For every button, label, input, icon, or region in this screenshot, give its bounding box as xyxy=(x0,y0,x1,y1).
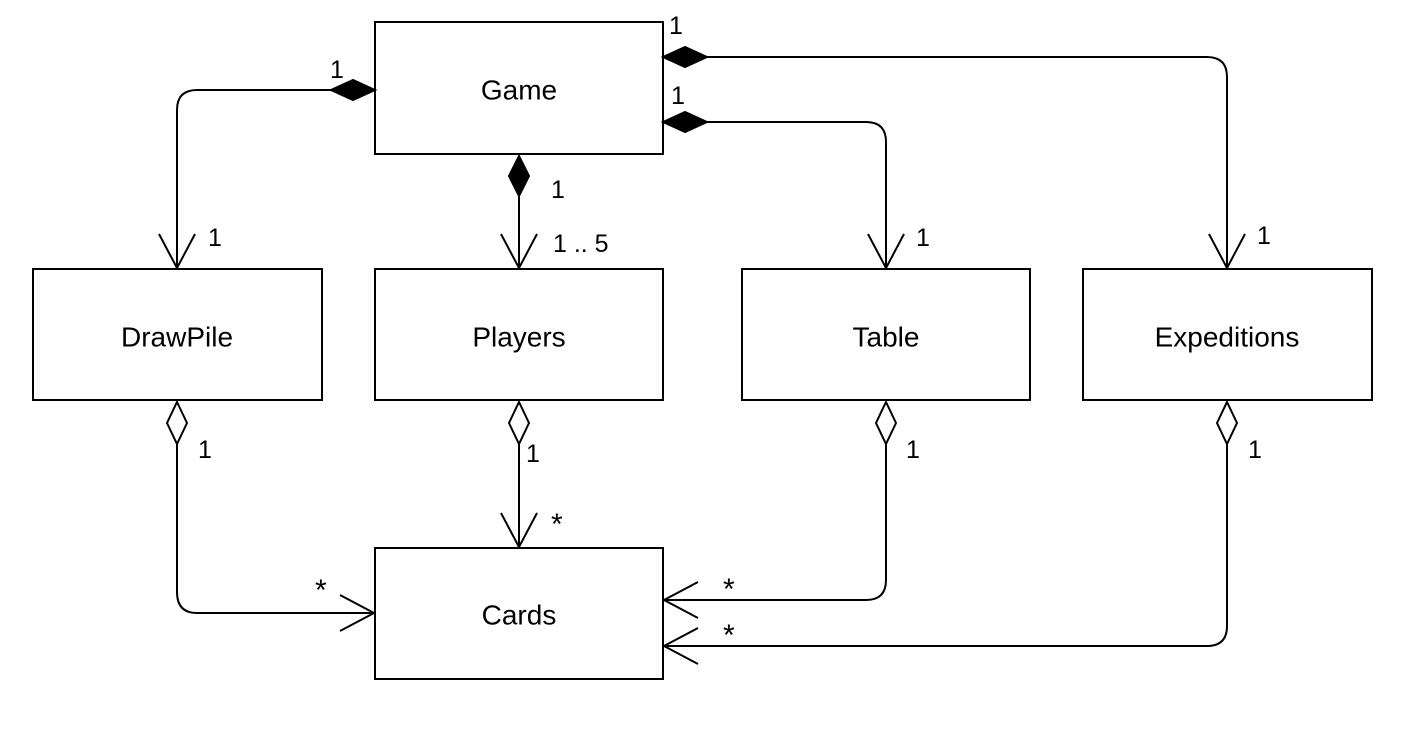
aggregation-diamond-icon xyxy=(1215,399,1239,447)
edge-game-players: 1 1 .. 5 xyxy=(500,153,609,271)
edge-drawpile-cards-line xyxy=(176,444,374,614)
multiplicity-label: * xyxy=(723,619,735,652)
open-arrowhead-icon xyxy=(661,581,699,619)
composition-diamond-icon xyxy=(328,78,378,102)
open-arrowhead-icon xyxy=(661,627,699,665)
class-drawpile-label: DrawPile xyxy=(121,322,233,353)
edge-game-drawpile: 1 1 xyxy=(158,56,378,271)
class-game-label: Game xyxy=(481,75,557,106)
edge-game-expeditions-line xyxy=(707,56,1228,268)
class-table-box xyxy=(741,268,1031,401)
class-game-box xyxy=(374,21,664,155)
open-arrowhead-icon xyxy=(339,594,377,632)
open-arrowhead-icon xyxy=(1208,233,1246,271)
open-arrowhead-icon xyxy=(500,512,538,550)
composition-diamond-icon xyxy=(660,110,710,134)
multiplicity-label: 1 xyxy=(669,12,683,40)
multiplicity-label: 1 xyxy=(208,224,222,252)
edge-drawpile-cards: 1 * xyxy=(165,399,377,632)
edge-game-drawpile-line xyxy=(176,89,331,268)
class-players-label: Players xyxy=(472,322,565,353)
class-cards-label: Cards xyxy=(482,600,557,631)
multiplicity-label: 1 xyxy=(330,56,344,84)
multiplicity-label: 1 xyxy=(551,176,565,204)
edge-expeditions-cards: 1 * xyxy=(661,399,1262,665)
edge-players-cards: 1 * xyxy=(500,399,563,550)
class-expeditions-box xyxy=(1082,268,1373,401)
multiplicity-label: 1 xyxy=(906,436,920,464)
multiplicity-label: 1 xyxy=(916,224,930,252)
edge-game-expeditions: 1 1 xyxy=(660,12,1271,271)
composition-diamond-icon xyxy=(507,153,531,199)
class-cards-box xyxy=(374,547,664,680)
class-players[interactable]: Players xyxy=(374,268,664,401)
class-table[interactable]: Table xyxy=(741,268,1031,401)
multiplicity-label: 1 xyxy=(526,440,540,468)
multiplicity-label: 1 xyxy=(198,436,212,464)
aggregation-diamond-icon xyxy=(507,399,531,447)
multiplicity-label: * xyxy=(551,508,563,541)
multiplicity-label: 1 xyxy=(1257,222,1271,250)
aggregation-diamond-icon xyxy=(874,399,898,447)
composition-diamond-icon xyxy=(660,45,710,69)
class-cards[interactable]: Cards xyxy=(374,547,664,680)
multiplicity-label: 1 xyxy=(1248,436,1262,464)
multiplicity-label: * xyxy=(723,573,735,606)
class-expeditions[interactable]: Expeditions xyxy=(1082,268,1373,401)
open-arrowhead-icon xyxy=(867,233,905,271)
edge-expeditions-cards-line xyxy=(664,444,1228,647)
class-table-label: Table xyxy=(853,322,920,353)
edge-game-table-line xyxy=(707,121,887,268)
class-game[interactable]: Game xyxy=(374,21,664,155)
open-arrowhead-icon xyxy=(500,233,538,271)
class-expeditions-label: Expeditions xyxy=(1155,322,1300,353)
class-drawpile[interactable]: DrawPile xyxy=(32,268,323,401)
edge-table-cards: 1 * xyxy=(661,399,920,619)
edge-table-cards-line xyxy=(664,444,887,601)
multiplicity-label: 1 xyxy=(671,82,685,110)
class-drawpile-box xyxy=(32,268,323,401)
edge-game-table: 1 1 xyxy=(660,82,930,271)
multiplicity-label: 1 .. 5 xyxy=(553,230,609,258)
open-arrowhead-icon xyxy=(158,233,196,271)
multiplicity-label: * xyxy=(315,574,327,607)
aggregation-diamond-icon xyxy=(165,399,189,447)
